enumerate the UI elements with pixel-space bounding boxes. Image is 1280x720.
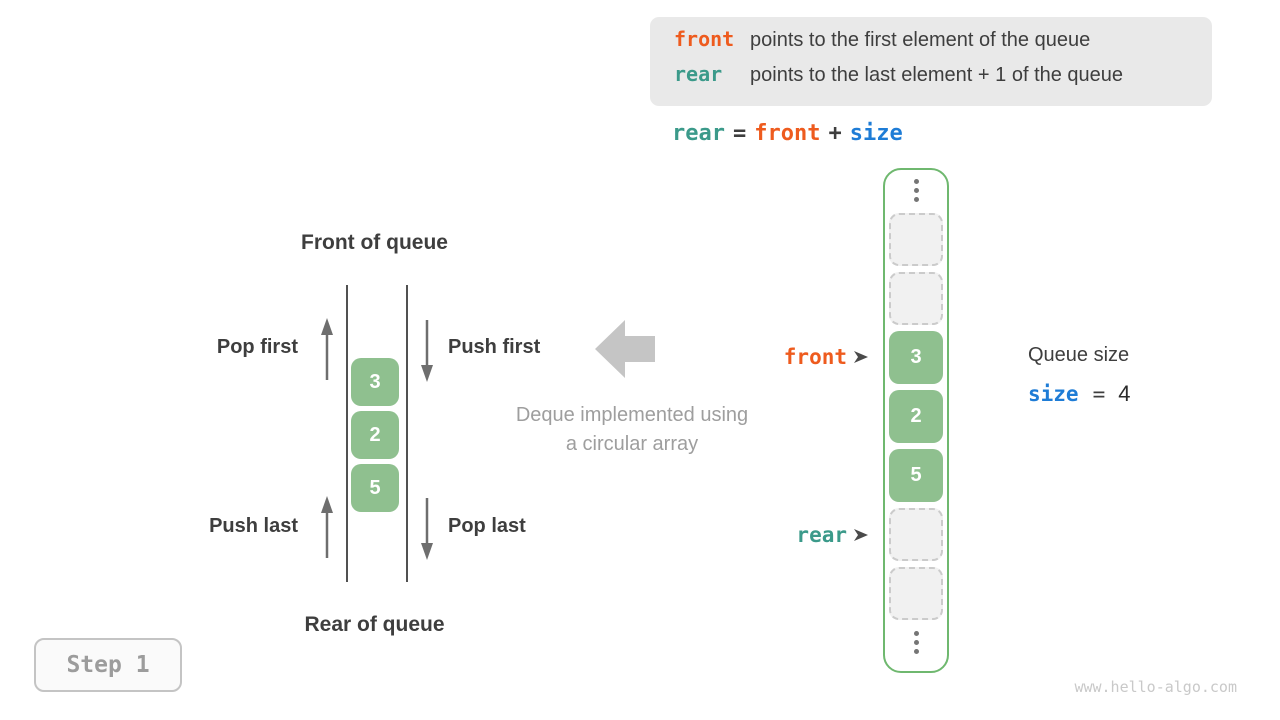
rear-definition-line: rear points to the last element + 1 of t… [674,62,1212,97]
queue-size-title: Queue size [1028,344,1130,366]
rear-keyword: rear [674,62,723,86]
caption-line-1: Deque implemented using [515,404,749,426]
front-definition-text: points to the first element of the queue [750,29,1091,51]
front-keyword: front [674,27,735,51]
pop-first-label: Pop first [216,336,298,358]
size-keyword: size [1028,382,1079,406]
caption-line-2: a circular array [565,433,699,455]
channel-line-left [346,285,348,582]
formula-size: size [849,121,903,146]
dot [913,640,919,645]
array-cell-empty [889,508,943,561]
front-pointer: front [700,343,868,371]
pop-last-down-arrow-icon [421,498,433,560]
stack-cell: 5 [351,464,399,512]
array-cell-empty [889,272,943,325]
rear-definition-text: points to the last element + 1 of the qu… [750,64,1124,86]
rear-pointer: rear [700,521,868,549]
array-cell-filled: 3 [889,331,943,384]
front-of-queue-heading: Front of queue [301,231,448,254]
pointer-arrow-icon [854,529,868,541]
pointer-arrow-icon [854,351,868,363]
size-value: 4 [1118,381,1131,406]
array-cell-filled: 5 [889,449,943,502]
watermark: www.hello-algo.com [1074,678,1237,696]
step-badge: Step 1 [34,638,182,692]
queue-size-value-row: size = 4 [1028,381,1130,407]
center-caption: Deque implemented using a circular array [490,401,774,459]
stack-cell: 3 [351,358,399,406]
push-first-down-arrow-icon [421,320,433,382]
dot [913,179,919,184]
size-equals: = [1092,382,1106,406]
push-first-label: Push first [448,336,541,358]
array-cell-filled: 2 [889,390,943,443]
push-last-label: Push last [209,515,298,537]
stack-cell: 2 [351,411,399,459]
formula-equals: = [732,121,747,146]
ellipsis-bottom-icon [905,631,927,654]
formula-rear: rear [672,121,725,146]
pointer-definition-box: front points to the first element of the… [650,17,1212,106]
formula-front: front [754,121,821,146]
dot [913,188,919,193]
front-pointer-label: front [783,345,847,369]
array-cell-empty [889,213,943,266]
pop-first-up-arrow-icon [321,318,333,380]
ellipsis-top-icon [905,179,927,202]
rear-of-queue-heading: Rear of queue [304,613,445,636]
channel-line-right [406,285,408,582]
rear-pointer-label: rear [796,523,847,547]
array-cell-empty [889,567,943,620]
dot [913,631,919,636]
front-definition-line: front points to the first element of the… [674,27,1212,62]
left-arrow-icon [595,320,655,378]
formula: rear = front + size [672,121,903,146]
dot [913,197,919,202]
dot [913,649,919,654]
push-last-up-arrow-icon [321,496,333,558]
pop-last-label: Pop last [448,515,526,537]
formula-plus: + [828,121,842,146]
